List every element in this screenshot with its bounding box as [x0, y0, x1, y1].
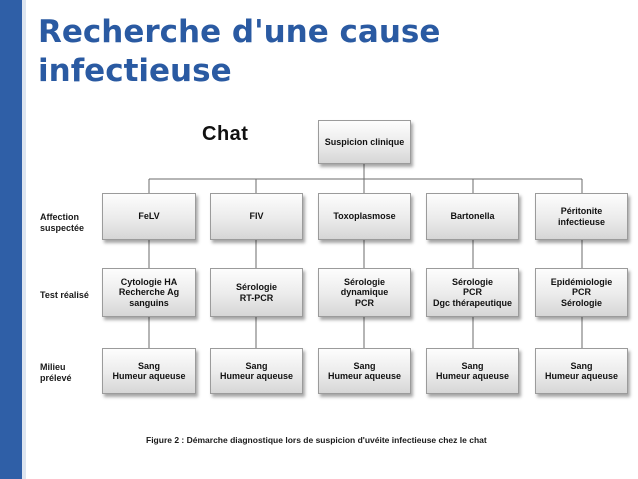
- left-accent-bar: [0, 0, 26, 479]
- row-label-affection: Affection suspectée: [40, 212, 85, 233]
- root-box-suspicion-clinique: Suspicion clinique: [318, 120, 411, 164]
- test-box-felv: Cytologie HA Recherche Ag sanguins: [102, 268, 196, 317]
- animal-label: Chat: [202, 123, 249, 145]
- row-label-milieu: Milieu prélevé: [40, 362, 72, 383]
- milieu-box-felv: Sang Humeur aqueuse: [102, 348, 196, 394]
- title-line-1: Recherche d'une cause: [38, 14, 441, 50]
- affection-box-felv: FeLV: [102, 193, 196, 240]
- affection-box-peritonite: Péritonite infectieuse: [535, 193, 628, 240]
- row-label-test: Test réalisé: [40, 290, 89, 300]
- affection-box-bartonella: Bartonella: [426, 193, 519, 240]
- milieu-box-peritonite: Sang Humeur aqueuse: [535, 348, 628, 394]
- title-line-2: infectieuse: [38, 53, 232, 89]
- figure-caption: Figure 2 : Démarche diagnostique lors de…: [146, 435, 487, 445]
- milieu-box-toxoplasmose: Sang Humeur aqueuse: [318, 348, 411, 394]
- test-box-toxoplasmose: Sérologie dynamique PCR: [318, 268, 411, 317]
- test-box-fiv: Sérologie RT-PCR: [210, 268, 303, 317]
- slide-title: Recherche d'une cause infectieuse: [38, 13, 478, 91]
- milieu-box-fiv: Sang Humeur aqueuse: [210, 348, 303, 394]
- test-box-peritonite: Epidémiologie PCR Sérologie: [535, 268, 628, 317]
- affection-box-toxoplasmose: Toxoplasmose: [318, 193, 411, 240]
- milieu-box-bartonella: Sang Humeur aqueuse: [426, 348, 519, 394]
- test-box-bartonella: Sérologie PCR Dgc thérapeutique: [426, 268, 519, 317]
- affection-box-fiv: FIV: [210, 193, 303, 240]
